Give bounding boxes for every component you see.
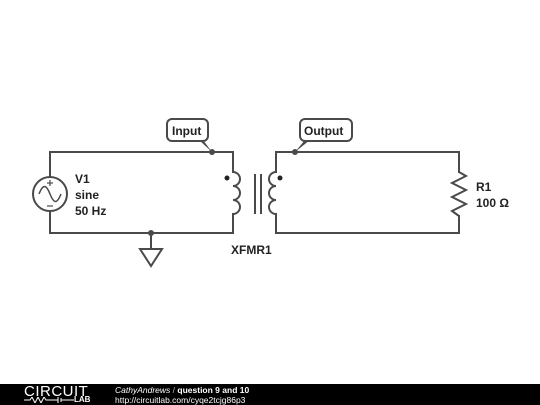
input-net-tag: Input xyxy=(166,118,215,155)
resistor-symbol xyxy=(449,171,469,217)
secondary-wires xyxy=(275,151,460,234)
ground-symbol xyxy=(138,230,164,268)
transformer-name-label: XFMR1 xyxy=(231,243,272,257)
resistor-value-label: 100 Ω xyxy=(476,196,509,210)
footer-title: question 9 and 10 xyxy=(177,385,250,395)
logo-wave-icon xyxy=(24,397,74,403)
logo-text: CIRCUIT xyxy=(24,383,89,400)
footer-author[interactable]: CathyAndrews xyxy=(115,385,171,395)
transformer-symbol xyxy=(224,171,283,215)
logo-sub-text: LAB xyxy=(74,395,91,404)
source-frequency-label: 50 Hz xyxy=(75,204,106,218)
voltage-source-symbol xyxy=(32,176,68,212)
output-net-label: Output xyxy=(304,124,343,138)
input-net-label: Input xyxy=(172,124,201,138)
footer-bar: CIRCUIT LAB CathyAndrews / question 9 an… xyxy=(0,383,540,405)
footer-url[interactable]: http://circuitlab.com/cyqe2tcjg86p3 xyxy=(115,395,246,405)
output-net-tag: Output xyxy=(292,118,353,155)
circuit-schematic: V1 sine 50 Hz XFMR1 R1 100 Ω xyxy=(32,118,509,268)
primary-wires xyxy=(49,151,234,234)
source-type-label: sine xyxy=(75,188,99,202)
footer-caption: CathyAndrews / question 9 and 10 xyxy=(115,385,249,395)
footer-separator: / xyxy=(172,385,176,395)
source-name-label: V1 xyxy=(75,172,90,186)
resistor-name-label: R1 xyxy=(476,180,492,194)
circuitlab-logo[interactable]: CIRCUIT LAB xyxy=(22,383,112,405)
